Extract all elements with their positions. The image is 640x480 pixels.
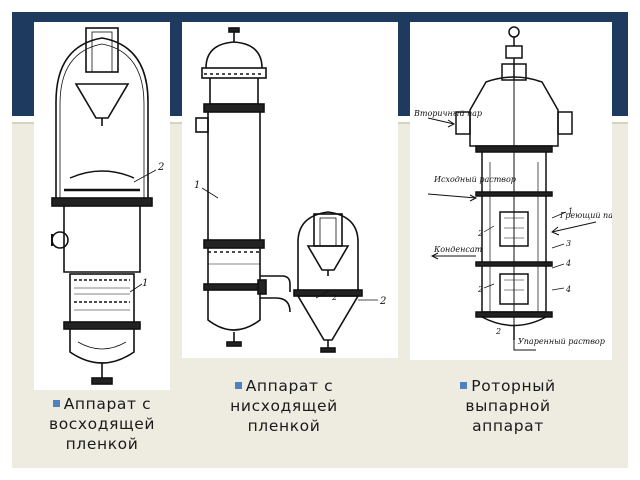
rotor-num-2c: 2 — [495, 327, 501, 336]
rising-label-2: 2 — [157, 162, 164, 173]
rotor-num-2b: 2 — [477, 285, 483, 294]
rotor-evaporator-drawing: Вторичный пар Исходный раствор Греющий п… — [413, 26, 612, 351]
caption-rising-film: Аппарат с восходящей пленкой — [24, 394, 180, 454]
caption-falling-film: Аппарат с нисходящей пленкой — [206, 376, 362, 436]
rotor-num-3: 3 — [566, 239, 571, 248]
falling-label-2b: 2 — [331, 293, 337, 302]
rotor-num-4b: 4 — [565, 285, 571, 294]
falling-label-2: 2 — [379, 296, 386, 307]
rotor-num-1: 1 — [568, 207, 573, 216]
caption-rotor-line-1: Роторный — [430, 376, 586, 396]
rotor-label-solution-in: Исходный раствор — [433, 175, 516, 184]
bullet-icon — [234, 382, 242, 389]
rotor-label-evaporated: Упаренный раствор — [518, 337, 605, 346]
caption-falling-line-1: Аппарат с — [206, 376, 362, 396]
rotor-label-heating-steam: Греющий пар — [559, 211, 612, 220]
diagram-falling-film: 1 2 2 — [182, 22, 398, 358]
bullet-icon — [460, 382, 468, 389]
rotor-label-condensate: Конденсат — [433, 245, 483, 254]
falling-film-drawing: 1 2 2 — [194, 27, 386, 353]
caption-rotor-line-2: выпарной — [465, 397, 551, 415]
rotor-num-2: 2 — [477, 229, 483, 238]
diagram-rotor-evaporator: Вторичный пар Исходный раствор Греющий п… — [410, 22, 612, 360]
caption-rotor: Роторный выпарной аппарат — [430, 376, 586, 436]
caption-rising-line-1: Аппарат с — [24, 394, 180, 414]
rotor-num-4: 4 — [565, 259, 571, 268]
rotor-label-vapor: Вторичный пар — [413, 109, 482, 118]
rising-label-1: 1 — [142, 278, 148, 289]
diagram-rising-film: 2 1 — [34, 22, 170, 390]
rising-film-drawing: 2 1 — [51, 27, 164, 385]
caption-rising-line-3: пленкой — [65, 435, 139, 453]
caption-falling-line-3: пленкой — [247, 417, 321, 435]
caption-rotor-line-3: аппарат — [472, 417, 544, 435]
bullet-icon — [52, 400, 60, 407]
caption-rising-line-2: восходящей — [48, 415, 156, 433]
caption-falling-line-2: нисходящей — [230, 397, 338, 415]
falling-label-1: 1 — [194, 180, 200, 191]
